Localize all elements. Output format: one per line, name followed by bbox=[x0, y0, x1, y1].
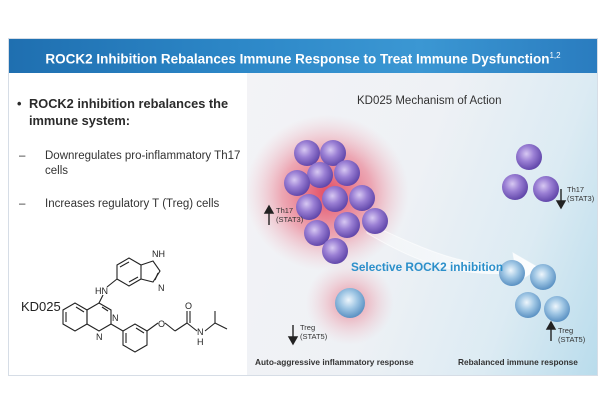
dash-icon: – bbox=[19, 150, 26, 162]
atom-label: N bbox=[112, 313, 119, 323]
up-arrow-icon bbox=[263, 204, 275, 214]
slide-title-reference: 1,2 bbox=[549, 51, 561, 60]
slide-title: ROCK2 Inhibition Rebalances Immune Respo… bbox=[45, 51, 550, 67]
th17-cell bbox=[349, 185, 375, 211]
left-panel: • ROCK2 inhibition rebalances the immune… bbox=[9, 73, 247, 375]
atom-label: N bbox=[96, 332, 103, 342]
selective-inhibition-label: Selective ROCK2 inhibition bbox=[351, 260, 504, 274]
bullet-sub-2-text: Increases regulatory T (Treg) cells bbox=[45, 198, 220, 210]
th17-cell bbox=[320, 140, 346, 166]
kd025-structure: NH N H​N N N O O N H bbox=[62, 249, 228, 353]
th17-cell bbox=[502, 174, 528, 200]
left-treg-marker: (STAT5) bbox=[300, 332, 328, 341]
caption-rebalanced: Rebalanced immune response bbox=[458, 357, 578, 367]
right-treg-label: Treg (STAT5) bbox=[558, 326, 585, 344]
mechanism-illustration bbox=[247, 115, 570, 346]
atom-label: N bbox=[197, 327, 204, 337]
th17-cell bbox=[334, 212, 360, 238]
down-arrow-icon bbox=[287, 336, 299, 346]
up-arrow-icon bbox=[545, 320, 557, 330]
treg-cell bbox=[544, 296, 570, 322]
th17-cell bbox=[322, 238, 348, 264]
bullet-sub-1: – Downregulates pro-inflammatory Th17 ce… bbox=[19, 149, 245, 179]
th17-cell bbox=[307, 162, 333, 188]
left-th17-marker: (STAT3) bbox=[276, 215, 304, 224]
right-th17-marker: (STAT3) bbox=[567, 194, 595, 203]
transition-arrow bbox=[366, 222, 540, 287]
down-arrow-icon bbox=[555, 200, 567, 210]
left-treg-label: Treg (STAT5) bbox=[300, 323, 327, 341]
right-th17-name: Th17 bbox=[567, 185, 585, 194]
th17-cell bbox=[296, 194, 322, 220]
th17-cell-group-right bbox=[502, 144, 559, 202]
treg-cell bbox=[335, 288, 365, 318]
bullet-sub-1-text: Downregulates pro-inflammatory Th17 cell… bbox=[45, 150, 241, 177]
treg-cell-group-right bbox=[499, 260, 570, 322]
bullet-dot-icon: • bbox=[17, 96, 22, 111]
th17-cell bbox=[284, 170, 310, 196]
th17-cell bbox=[516, 144, 542, 170]
slide-header: ROCK2 Inhibition Rebalances Immune Respo… bbox=[9, 39, 597, 73]
bullet-sub-2: – Increases regulatory T (Treg) cells bbox=[19, 197, 245, 212]
th17-cell bbox=[294, 140, 320, 166]
bullet-main-text: ROCK2 inhibition rebalances the immune s… bbox=[29, 96, 229, 128]
slide: ROCK2 Inhibition Rebalances Immune Respo… bbox=[8, 38, 598, 376]
atom-label: H bbox=[197, 337, 204, 347]
right-treg-marker: (STAT5) bbox=[558, 335, 586, 344]
dash-icon: – bbox=[19, 198, 26, 210]
th17-cell bbox=[533, 176, 559, 202]
treg-cell bbox=[515, 292, 541, 318]
right-th17-label: Th17 (STAT3) bbox=[567, 185, 594, 203]
mechanism-panel: KD025 Mechanism of Action Th17 (STAT3) T… bbox=[247, 73, 597, 375]
left-th17-label: Th17 (STAT3) bbox=[276, 206, 303, 224]
treg-cell bbox=[530, 264, 556, 290]
atom-label: O bbox=[158, 319, 165, 329]
th17-cell bbox=[362, 208, 388, 234]
caption-inflammatory: Auto-aggressive inflammatory response bbox=[255, 357, 414, 367]
bullet-main: • ROCK2 inhibition rebalances the immune… bbox=[17, 95, 245, 129]
atom-label: NH bbox=[152, 249, 165, 259]
th17-cell bbox=[334, 160, 360, 186]
th17-cell bbox=[322, 186, 348, 212]
treg-cell bbox=[499, 260, 525, 286]
atom-label: N bbox=[158, 283, 165, 293]
atom-label: O bbox=[185, 301, 192, 311]
left-treg-name: Treg bbox=[300, 323, 316, 332]
atom-label: H​N bbox=[95, 286, 108, 296]
mechanism-title: KD025 Mechanism of Action bbox=[357, 95, 502, 107]
th17-cell bbox=[304, 220, 330, 246]
molecule-name: KD025 bbox=[21, 299, 61, 314]
th17-cell-cluster bbox=[284, 140, 388, 264]
right-treg-name: Treg bbox=[558, 326, 574, 335]
left-th17-name: Th17 bbox=[276, 206, 294, 215]
